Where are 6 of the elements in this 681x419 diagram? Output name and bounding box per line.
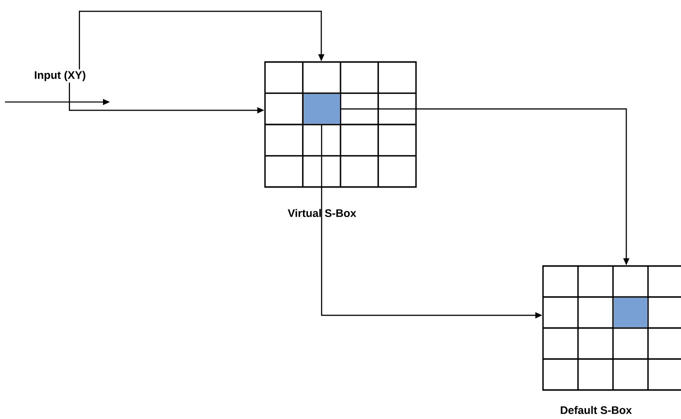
input-label: Input (XY) — [33, 70, 87, 82]
highlighted-cell — [614, 298, 648, 328]
arrow — [78, 10, 324, 70]
highlighted-cell — [304, 94, 340, 124]
grid-caption: Virtual S-Box — [288, 208, 356, 218]
grid-caption: Default S-Box — [560, 406, 632, 414]
